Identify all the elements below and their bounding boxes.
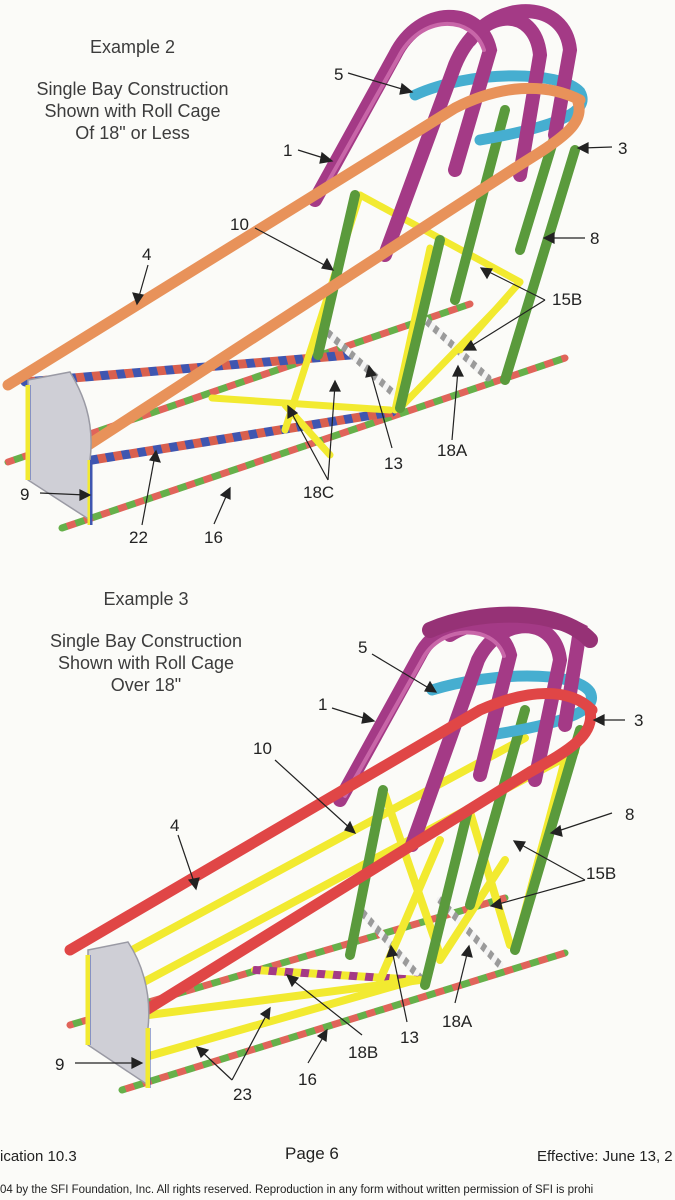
label-5: 5 [334,65,343,84]
label-4: 4 [170,816,179,835]
label-15b: 15B [586,864,616,883]
example-3-caption-line-1: Single Bay Construction [49,631,243,651]
label-18a: 18A [442,1012,473,1031]
footer-spec-number: ication 10.3 [0,1148,77,1165]
label-1: 1 [283,141,292,160]
label-10: 10 [230,215,249,234]
example-3-caption-line-2: Shown with Roll Cage [57,653,235,673]
label-8: 8 [625,805,634,824]
uprights-8-10 [345,705,585,990]
label-4: 4 [142,245,151,264]
label-18b: 18B [348,1043,378,1062]
footer-copyright: 04 by the SFI Foundation, Inc. All right… [0,1184,594,1196]
label-16: 16 [298,1070,317,1089]
roll-cage-1 [308,4,578,262]
nose-plate-9 [25,371,93,525]
halo-5 [409,70,588,146]
label-18c: 18C [303,483,334,502]
example-2-caption-line-1: Single Bay Construction [36,79,229,99]
label-8: 8 [590,229,599,248]
footer-page-number: Page 6 [285,1144,339,1163]
example-2-heading: Example 2 [89,37,176,57]
label-1: 1 [318,695,327,714]
example-3-caption-line-3: Over 18" [110,675,182,695]
example-2-caption: Example 2 Single Bay Construction Shown … [10,36,255,144]
nose-plate-9 [85,941,151,1088]
label-9: 9 [55,1055,64,1074]
leader-lines [39,72,613,526]
label-16: 16 [204,528,223,547]
upper-rails-4 [64,688,598,1031]
example-2-diagram: 5 1 3 10 8 4 15B 18A 13 18C 9 22 16 [2,4,627,547]
brace-18b [251,966,424,984]
example-2-caption-line-3: Of 18" or Less [75,123,190,143]
example-3-heading: Example 3 [103,589,189,609]
label-13: 13 [400,1028,419,1047]
crossbars-13 [321,311,492,396]
footer-effective-date: Effective: June 13, 2 [537,1148,673,1165]
label-22: 22 [129,528,148,547]
label-3: 3 [618,139,627,158]
label-3: 3 [634,711,643,730]
example-3-diagram: 5 1 3 10 8 4 15B 18A 13 18B 9 16 23 [55,606,643,1104]
label-13: 13 [384,454,403,473]
label-18a: 18A [437,441,468,460]
label-10: 10 [253,739,272,758]
example-2-caption-line-2: Shown with Roll Cage [44,101,221,121]
leader-lines [75,653,625,1081]
halo-5 [426,670,597,741]
label-5: 5 [358,638,367,657]
upper-rails-4 [2,82,586,468]
roll-cage-1 [333,606,598,852]
label-15b: 15B [552,290,582,309]
label-23: 23 [233,1085,252,1104]
diagonal-22 [20,350,397,465]
example-3-caption: Example 3 Single Bay Construction Shown … [22,588,270,696]
label-9: 9 [20,485,29,504]
